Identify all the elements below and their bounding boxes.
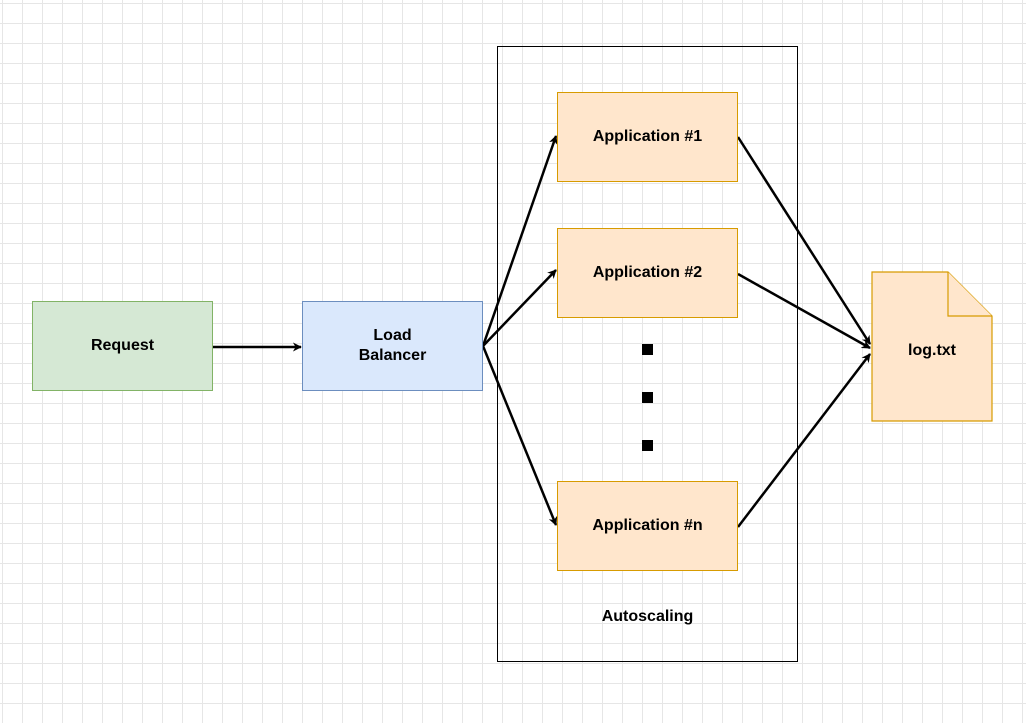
edge-app2-to-log [737, 272, 871, 350]
document-fold [947, 272, 992, 317]
edge-load-balancer-to-app2 [482, 269, 557, 347]
request-node[interactable]: Request [32, 301, 213, 391]
application-n-node[interactable]: Application #n [557, 481, 738, 571]
application-2-label: Application #2 [592, 264, 703, 281]
edge-appn-to-log [737, 353, 871, 528]
autoscaling-group[interactable] [497, 46, 798, 662]
ellipsis-dot-3 [642, 440, 653, 451]
request-label: Request [90, 337, 155, 354]
application-1-node[interactable]: Application #1 [557, 92, 738, 182]
application-2-node[interactable]: Application #2 [557, 228, 738, 318]
autoscaling-label: Autoscaling [601, 608, 694, 625]
log-file-node[interactable] [871, 271, 993, 422]
edge-load-balancer-to-app1 [481, 135, 558, 347]
load-balancer-node[interactable]: Load Balancer [302, 301, 483, 391]
load-balancer-label: Load Balancer [358, 327, 427, 364]
application-1-label: Application #1 [592, 128, 703, 145]
edge-app1-to-log [736, 136, 872, 345]
log-file-label: log.txt [908, 342, 956, 359]
edge-load-balancer-to-appn [481, 345, 558, 526]
ellipsis-dot-2 [642, 392, 653, 403]
application-n-label: Application #n [592, 517, 703, 534]
ellipsis-dot-1 [642, 344, 653, 355]
log-file-label-wrap: log.txt [872, 316, 992, 386]
